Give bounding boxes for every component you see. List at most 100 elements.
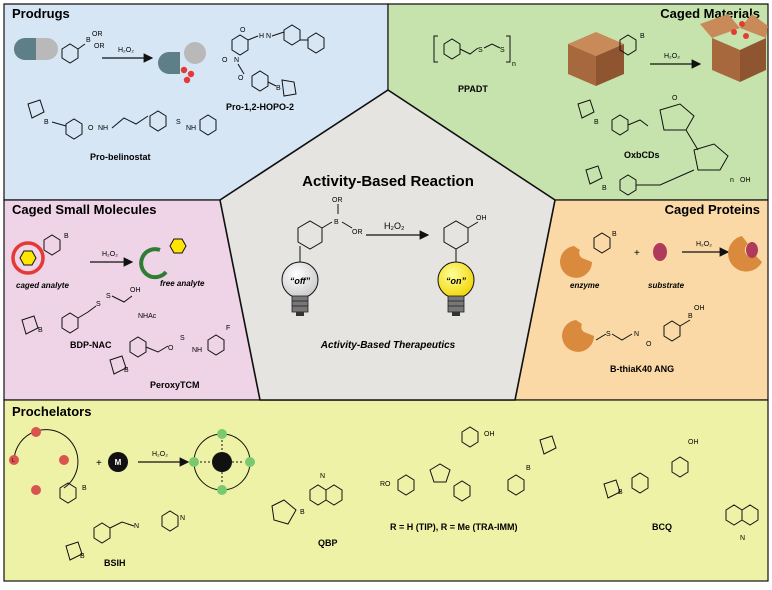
b-thiak40-label: B-thiaK40 ANG [610,364,674,374]
protein-plus: + [634,248,640,259]
belino-nh-2: NH [186,125,196,132]
bdp-nhac: NHAc [138,313,157,320]
ptcm-nh: NH [192,347,202,354]
qbp-structure: B N [271,473,343,525]
thia-b: B [688,313,693,320]
center-or-top: OR [332,197,343,204]
pro-belinostat-label: Pro-belinostat [90,152,151,162]
belino-nh: NH [98,125,108,132]
lightbulb-on-icon [437,249,475,316]
enzyme-label: enzyme [570,281,600,290]
belino-b: B [44,119,49,126]
tip-structure: RO OH B [380,426,557,502]
prodrugs-title: Prodrugs [12,6,70,21]
hopo-b: B [276,85,281,92]
open-ligand-ring-icon: L B [9,427,87,504]
prodrug-capsule-open [158,42,206,84]
prodrug-b-atom: B [86,37,91,44]
center-phenol: OH [443,215,487,250]
ppadt-structure: S S n [433,35,516,68]
bcq-structure: B OH N [603,439,759,542]
hopo-n: N [266,33,271,40]
ligand-l-1: L [12,458,15,464]
ppadt-label: PPADT [458,84,488,94]
metal-ion-icon: M [108,452,128,472]
bsih-n: N [134,523,139,530]
bsih-n2: N [180,515,185,522]
center-boronate: B OR OR [297,197,363,250]
oxbcds-structure: B O B n OH [577,95,751,196]
ptcm-b: B [124,367,129,374]
prodrug-reagent: H₂O₂ [118,47,134,54]
caged-analyte-icon: B [11,233,69,275]
hopo-o-top: O [240,27,246,34]
csm-reagent: H₂O₂ [102,251,118,258]
thia-s: S [606,331,611,338]
center-oh: OH [476,215,487,222]
enzyme-icon: B [560,231,617,278]
lightbulb-off-icon [281,246,319,316]
bdp-oh: OH [130,287,141,294]
bsih-label: BSIH [104,558,126,568]
boronic-on-box: B [619,33,645,56]
ptcm-o: O [168,345,174,352]
open-box-icon [700,14,768,82]
bsih-b: B [80,553,85,560]
caged-small-molecules-panel [3,199,261,401]
thia-n: N [634,331,639,338]
metal-m: M [115,458,122,467]
ppadt-n: n [512,61,516,68]
free-analyte-label: free analyte [160,279,205,288]
b-thiak40-structure: S N O B OH [562,305,705,352]
belino-o: O [88,125,94,132]
caged-materials-title: Caged Materials [660,6,760,21]
hopo-o-link: O [238,75,244,82]
oxb-b1: B [594,119,599,126]
prodrug-capsule-intact: B OR OR [14,31,105,64]
oxb-oh: OH [740,177,751,184]
csm-b: B [64,233,69,240]
caged-small-molecules-title: Caged Small Molecules [12,202,157,217]
ptcm-f: F [226,325,230,332]
oxb-o1: O [672,95,678,102]
qbp-label: QBP [318,538,338,548]
metal-complex-icon [189,429,255,495]
pro-hopo-structure: O H N O N O B [222,24,325,97]
materials-reagent: H₂O₂ [664,53,680,60]
prochel-reagent: H₂O₂ [152,451,168,458]
prochel-b: B [82,485,87,492]
bdp-s1: S [96,301,101,308]
closed-box-icon [568,32,624,86]
tip-ro: RO [380,481,391,488]
protein-b: B [612,231,617,238]
bdp-nac-structure: B S S OH NHAc [21,287,157,335]
hopo-o-ring: O [222,57,228,64]
prochelators-title: Prochelators [12,404,91,419]
qbp-b: B [300,509,305,516]
prodrug-or-1: OR [92,31,103,38]
bdp-nac-label: BDP-NAC [70,340,112,350]
ppadt-s2: S [500,47,505,54]
caged-analyte-label: caged analyte [16,281,69,290]
bcq-n: N [740,535,745,542]
bcq-b: B [618,489,623,496]
thia-o: O [646,341,652,348]
thia-oh: OH [694,305,705,312]
oxb-b2: B [602,185,607,192]
tip-oh: OH [484,431,495,438]
bdp-b: B [38,327,43,334]
center-title: Activity-Based Reaction [302,173,474,190]
tip-label: R = H (TIP), R = Me (TRA-IMM) [390,522,518,532]
oxb-n: n [730,177,734,184]
on-label: “on” [446,276,466,286]
peroxytcm-label: PeroxyTCM [150,380,200,390]
prochel-plus: + [96,458,102,469]
substrate-label: substrate [648,281,685,290]
bcq-label: BCQ [652,522,672,532]
free-analyte-icon [139,238,187,280]
pro-belinostat-structure: B O NH S NH [27,99,217,140]
hopo-h: H [259,33,264,40]
box-b: B [640,33,645,40]
ppadt-s1: S [478,47,483,54]
